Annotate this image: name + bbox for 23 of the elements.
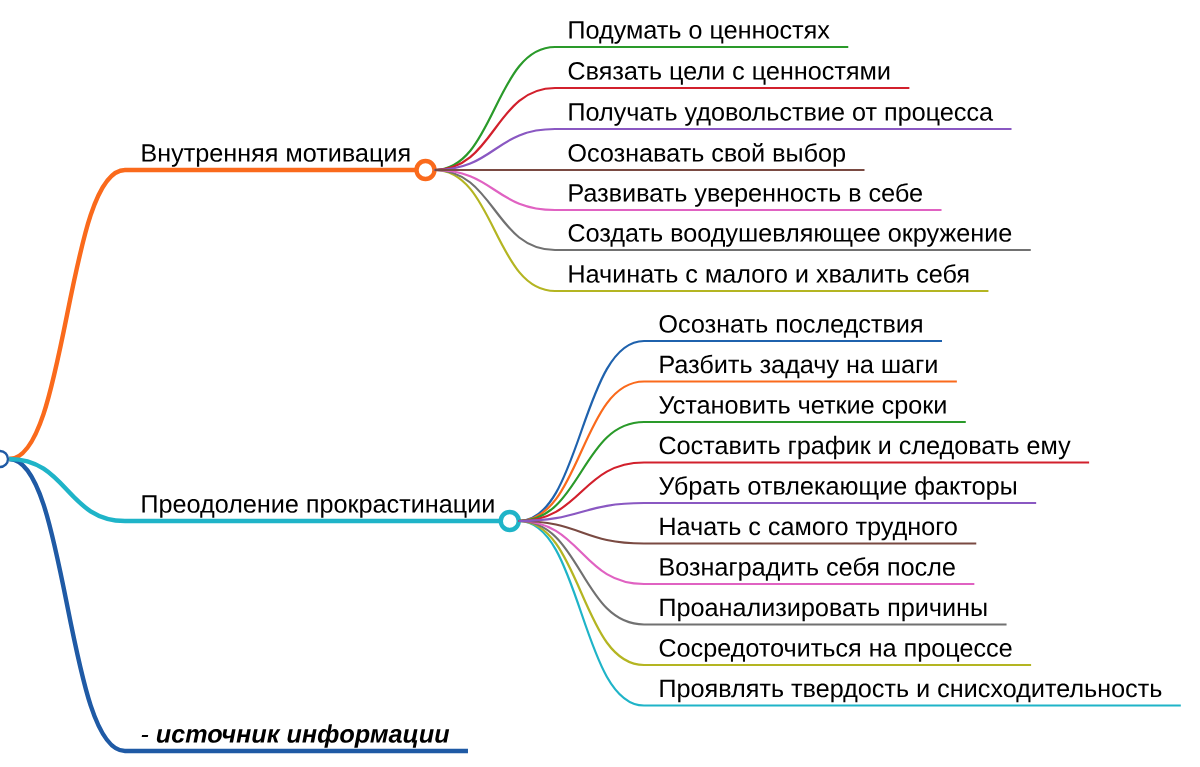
subtopic-label: Создать воодушевляющее окружение [555,224,1031,252]
branch-line [9,456,126,524]
subtopic-label: Развивать уверенность в себе [555,183,942,212]
subtopic-label: Сосредоточиться на процессе [644,639,1032,667]
subtopic-label: Начинать с малого и хвалить себя [555,264,989,293]
subtopic-label: Составить график и следовать ему [644,435,1090,464]
subtopic-label: Начать с самого трудного [644,517,977,545]
subtopic-label: Убрать отвлекающие факторы [644,476,1037,505]
subtopic-label: Осознавать свой выбор [555,142,865,172]
subtopic-label: Вознаградить себя после [644,557,975,586]
subtopic-label: Связать цели с ценностями [555,62,910,90]
topic-label: Преодоление прокрастинации [125,495,501,524]
subtopic-label: Проявлять твердость и снисходительность [644,679,1181,707]
subtopic-label: Установить четкие сроки [644,396,966,424]
branch-line [518,501,645,523]
topic-label: Внутренняя мотивация [125,144,417,173]
subtopic-label: Подумать о ценностях [555,21,849,49]
subtopic-label: Осознать последствия [644,315,942,343]
branch-line [434,168,555,172]
subtopic-label: Получать удовольствие от процесса [555,103,1012,131]
subtopic-label: Проанализировать причины [644,598,1007,626]
source-note: - источник информации [125,724,468,754]
subtopic-label: Разбить задачу на шаги [644,354,957,383]
